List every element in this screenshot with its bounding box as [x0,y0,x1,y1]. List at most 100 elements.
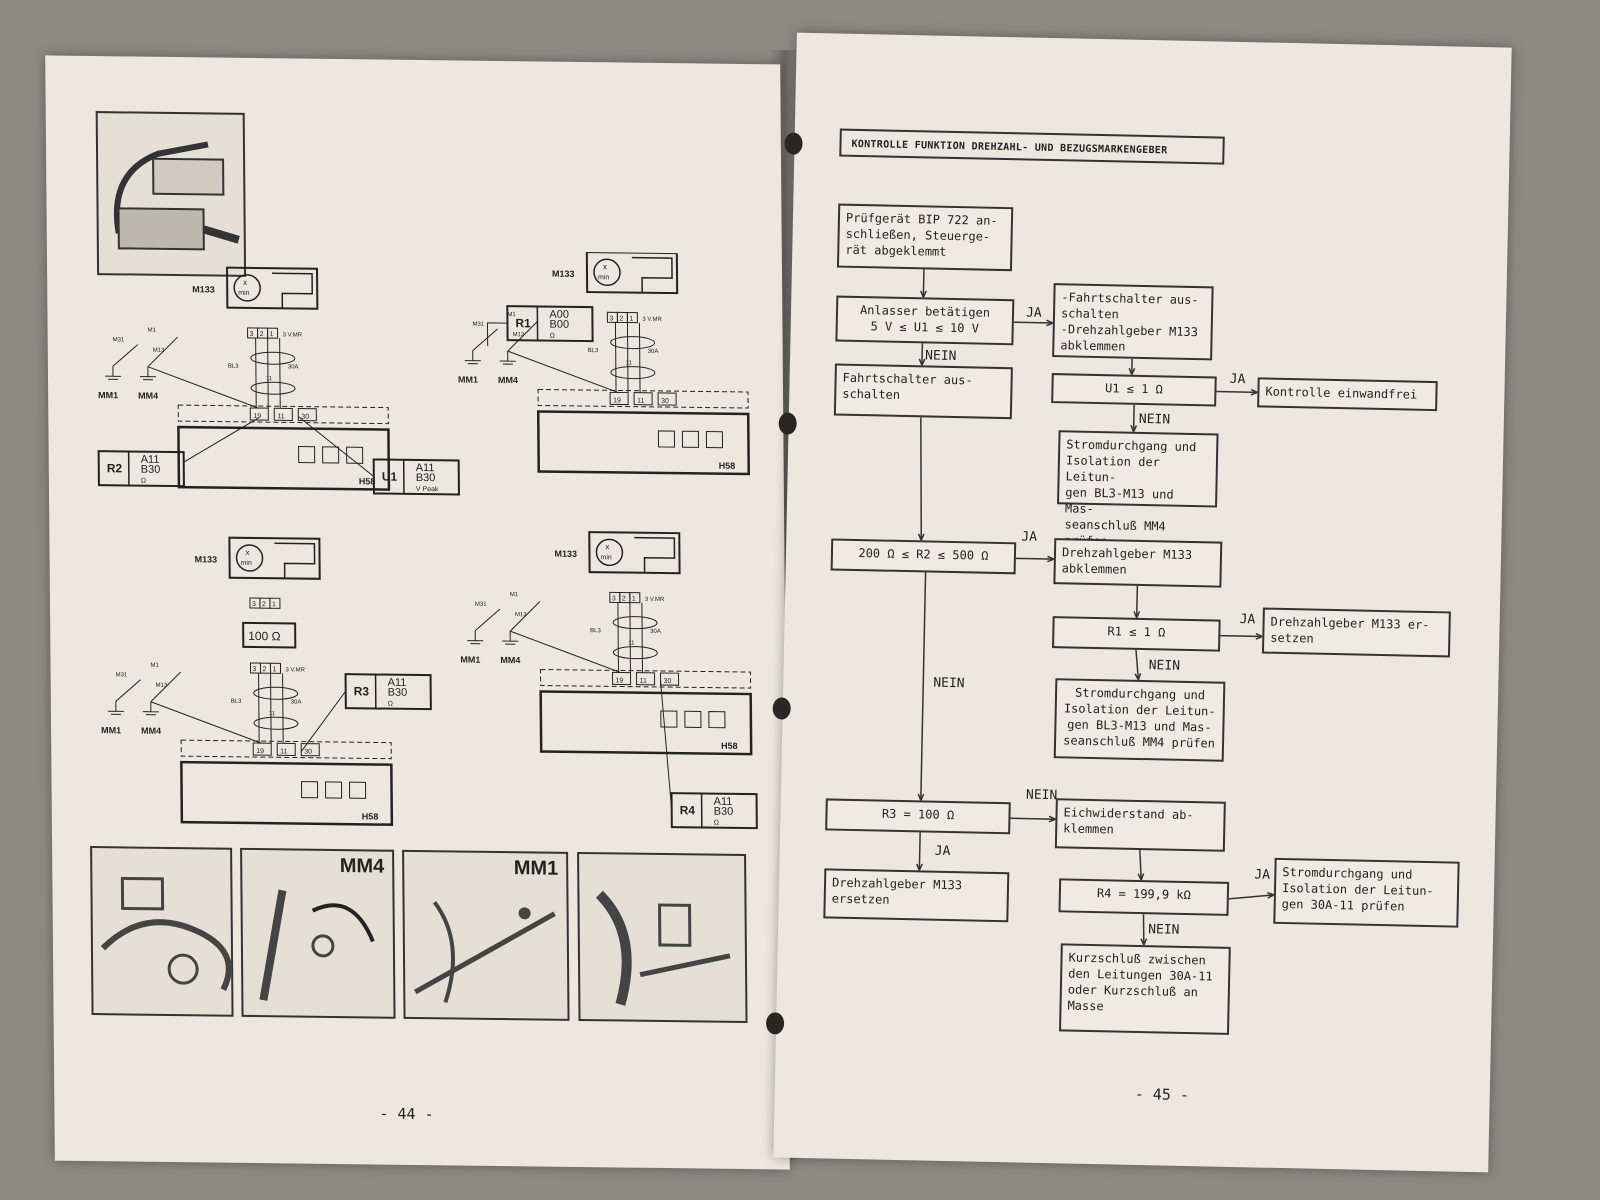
diagram-4-ecu-label: H58 [721,741,738,751]
sensor-photo [95,111,247,277]
flow-box-disconnect-sensor: Drehzahlgeber M133 abklemmen [1053,538,1223,588]
diagram-2-harness-bottom [610,366,656,380]
diagram-3-conn-top-label: 3 [252,601,256,608]
label-ja-5: JA [934,843,951,860]
diagram-1-conn-label: 3 [250,331,254,338]
diagram-1-sensor-box [226,266,319,310]
diagram-2-meter-left-line: B00 [549,319,569,331]
photo-label-mm4: MM4 [339,855,385,878]
diagram-3-conn-top-label: 1 [272,601,276,608]
diagram-1-ground-2 [139,366,156,381]
diagram-3-ground-1 [107,701,124,715]
diagram-1-pin-label: 11 [277,413,284,420]
diagram-4-meter-right-line: A11 [714,796,733,808]
diagram-2-w30a: 30A [648,349,659,355]
diagram-4-wire [617,602,619,673]
diagram-3-harness-top [253,686,299,700]
diagram-4-meter-right-line: Ω [714,820,719,827]
diagram-2-vmr-label: 3 V.MR [642,317,662,323]
diagram-3-w11: 11 [269,711,276,717]
flow-box-check-wiring-1: Stromdurchgang und Isolation der Leitun-… [1057,430,1219,548]
diagram-3-conn-cell [269,662,282,674]
diagram-2-sensor-box [585,251,679,295]
flow-box-connect-tester: Prüfgerät BIP 722 an- schließen, Steuerg… [836,203,1014,272]
diagram-3-sensor-coil [274,542,316,579]
flow-box-switch-off: Fahrtschalter aus- schalten [833,363,1013,420]
diagram-3-pin [300,743,320,757]
label-ja-3: JA [1021,529,1038,545]
diagram-3-ecu-connector [180,739,392,760]
diagram-2-sensor-name: M133 [552,269,575,279]
diagram-4-conn-label: 3 [612,595,616,602]
diagram-4-pin [611,671,632,686]
flow-box-disconnect-resistor: Eichwiderstand ab- klemmen [1054,798,1226,852]
diagram-1-m13: M13 [153,348,165,354]
diagram-3-sensor-dial-top: x [245,548,249,557]
diagram-1-ground-1 [104,366,121,380]
diagram-2-ecu-label: H58 [719,461,736,471]
diagram-1-m1: M1 [148,328,157,334]
flow-connector [1139,849,1142,881]
diagram-3-wire [258,673,260,744]
diagram-2-ecu-icon [681,430,700,448]
diagram-1-wire [279,338,281,409]
diagram-3-meter-right-id: R3 [354,684,370,698]
diagram-3-m13: M13 [156,683,168,689]
diagram-2-m13: M13 [513,332,525,338]
diagram-3-sensor-dial-bottom: min [241,560,252,567]
diagram-3-harness-bottom [253,716,299,730]
diagram-4-pin-label: 30 [664,678,672,685]
flow-box-short-circuit: Kurzschluß zwischen den Leitungen 30A-11… [1059,943,1231,1035]
sensor-photo-drawing [113,141,240,251]
diagram-2-meter-left-line: Ω [550,333,555,340]
flow-box-check-wiring-3: Stromdurchgang und Isolation der Leitun-… [1273,857,1460,928]
diagram-3-m31: M31 [116,672,128,678]
diagram-2-ecu-connector [537,388,749,409]
diagram-2-ground-wires [472,321,619,393]
flow-box-starter: Anlasser betätigen 5 V ≤ U1 ≤ 10 V [835,295,1015,346]
flow-connector [1132,404,1135,432]
flow-box-switch-off-disconnect: -Fahrtschalter aus- schalten -Drehzahlge… [1052,283,1214,361]
flow-box-r1-check: R1 ≤ 1 Ω [1052,616,1221,652]
diagram-4-conn-label: 1 [632,596,636,603]
diagram-2-wire [626,322,629,393]
diagram-1-sensor-coil [272,272,313,309]
diagram-4-wire [629,602,631,673]
diagram-1-ecu-box [177,425,391,491]
flow-connector [1228,894,1274,900]
diagram-4-meter-right-box [670,792,758,830]
diagram-1-meter-left-probe [183,417,259,463]
label-ja-2: JA [1229,371,1246,388]
diagram-1-wire [255,338,257,409]
diagram-4-harness-bottom [612,646,658,660]
diagram-3-resistor-box [242,621,297,649]
diagram-2-ecu-icon [705,431,724,449]
diagram-2-wire [638,322,641,393]
diagram-2-m1: M1 [507,312,516,318]
diagram-1-mm4: MM4 [138,391,158,401]
diagram-1-ground-wires [112,336,259,409]
flow-connector [1135,649,1140,680]
diagram-2-pin [609,391,629,406]
label-nein-3: NEIN [1148,658,1181,674]
diagram-2-conn-label: 1 [629,316,633,323]
diagram-4-sensor-dial-bottom: min [600,554,611,561]
diagram-2-pin-label: 30 [661,398,669,405]
diagram-4-meter-right-id: R4 [680,803,696,817]
flow-connector [920,572,927,801]
diagram-4-sensor-dial-top: x [605,542,609,551]
diagram-2-meter-ground [486,322,508,346]
diagram-1-pin [297,408,317,422]
diagram-3-ecu-icon [300,781,319,799]
flow-box-ok: Kontrolle einwandfrei [1257,377,1438,412]
flow-connector [1135,585,1139,618]
diagram-1-ecu-icon [322,446,340,464]
diagram-3-conn-top [269,597,281,609]
flow-box-r3-check: R3 = 100 Ω [825,798,1011,835]
flow-connector [918,832,921,871]
diagram-3-mm4: MM4 [141,726,161,736]
diagram-1-pin-label: 30 [301,414,309,421]
diagram-2-bl3: BL3 [588,348,599,354]
